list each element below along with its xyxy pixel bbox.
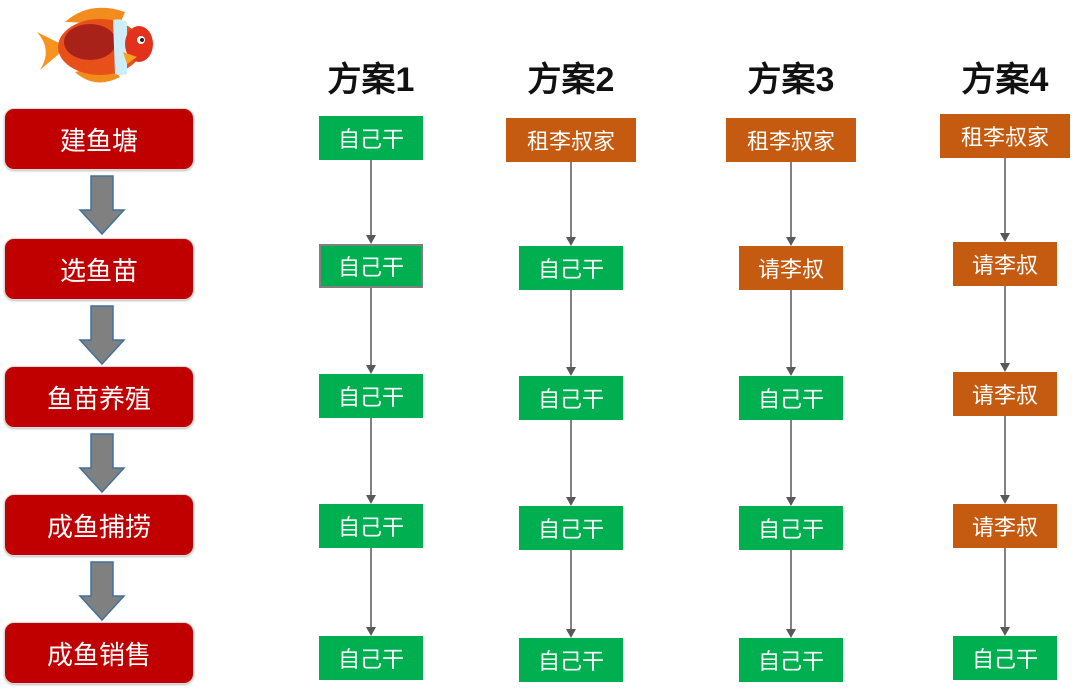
plan-step-box: 自己干: [319, 374, 423, 418]
down-arrow-icon: [78, 433, 126, 494]
stage-box: 成鱼捕捞: [4, 494, 194, 556]
plan-step-box: 请李叔: [739, 246, 843, 290]
plan-step-box: 自己干: [519, 638, 623, 682]
arrowhead-icon: [786, 497, 796, 506]
stage-box: 成鱼销售: [4, 622, 194, 684]
arrowhead-icon: [366, 627, 376, 636]
arrowhead-icon: [1000, 627, 1010, 636]
plan-step-box: 自己干: [319, 244, 423, 288]
plan-step-box: 自己干: [319, 504, 423, 548]
plan-step-box: 自己干: [319, 116, 423, 160]
plan-step-box: 自己干: [519, 506, 623, 550]
arrowhead-icon: [786, 629, 796, 638]
plan-step-box: 请李叔: [953, 372, 1057, 416]
plan-step-box: 自己干: [319, 636, 423, 680]
plan-title: 方案2: [527, 61, 615, 99]
plan-title: 方案4: [961, 61, 1049, 99]
plan-step-box: 自己干: [739, 376, 843, 420]
plan-title: 方案1: [327, 61, 415, 99]
plan-step-box: 自己干: [739, 506, 843, 550]
arrowhead-icon: [1000, 233, 1010, 242]
plan-step-box: 自己干: [953, 636, 1057, 680]
arrowhead-icon: [786, 237, 796, 246]
plan-step-box: 自己干: [519, 376, 623, 420]
arrowhead-icon: [786, 367, 796, 376]
stage-box: 建鱼塘: [4, 108, 194, 170]
stage-box: 选鱼苗: [4, 238, 194, 300]
plan-step-box: 请李叔: [953, 242, 1057, 286]
arrowhead-icon: [366, 365, 376, 374]
down-arrow-icon: [78, 175, 126, 236]
plan-title: 方案3: [747, 61, 835, 99]
stage-box: 鱼苗养殖: [4, 366, 194, 428]
plan-step-box: 租李叔家: [726, 118, 856, 162]
down-arrow-icon: [78, 561, 126, 622]
arrowhead-icon: [566, 629, 576, 638]
plan-step-box: 租李叔家: [506, 118, 636, 162]
arrowhead-icon: [566, 237, 576, 246]
arrowhead-icon: [566, 367, 576, 376]
arrowhead-icon: [566, 497, 576, 506]
plan-step-box: 请李叔: [953, 504, 1057, 548]
down-arrow-icon: [78, 305, 126, 366]
arrowhead-icon: [366, 235, 376, 244]
plan-step-box: 自己干: [739, 638, 843, 682]
arrowhead-icon: [1000, 363, 1010, 372]
plan-step-box: 自己干: [519, 246, 623, 290]
clownfish-icon: [37, 7, 153, 83]
plan-step-box: 租李叔家: [940, 114, 1070, 158]
arrowhead-icon: [1000, 495, 1010, 504]
arrowhead-icon: [366, 495, 376, 504]
